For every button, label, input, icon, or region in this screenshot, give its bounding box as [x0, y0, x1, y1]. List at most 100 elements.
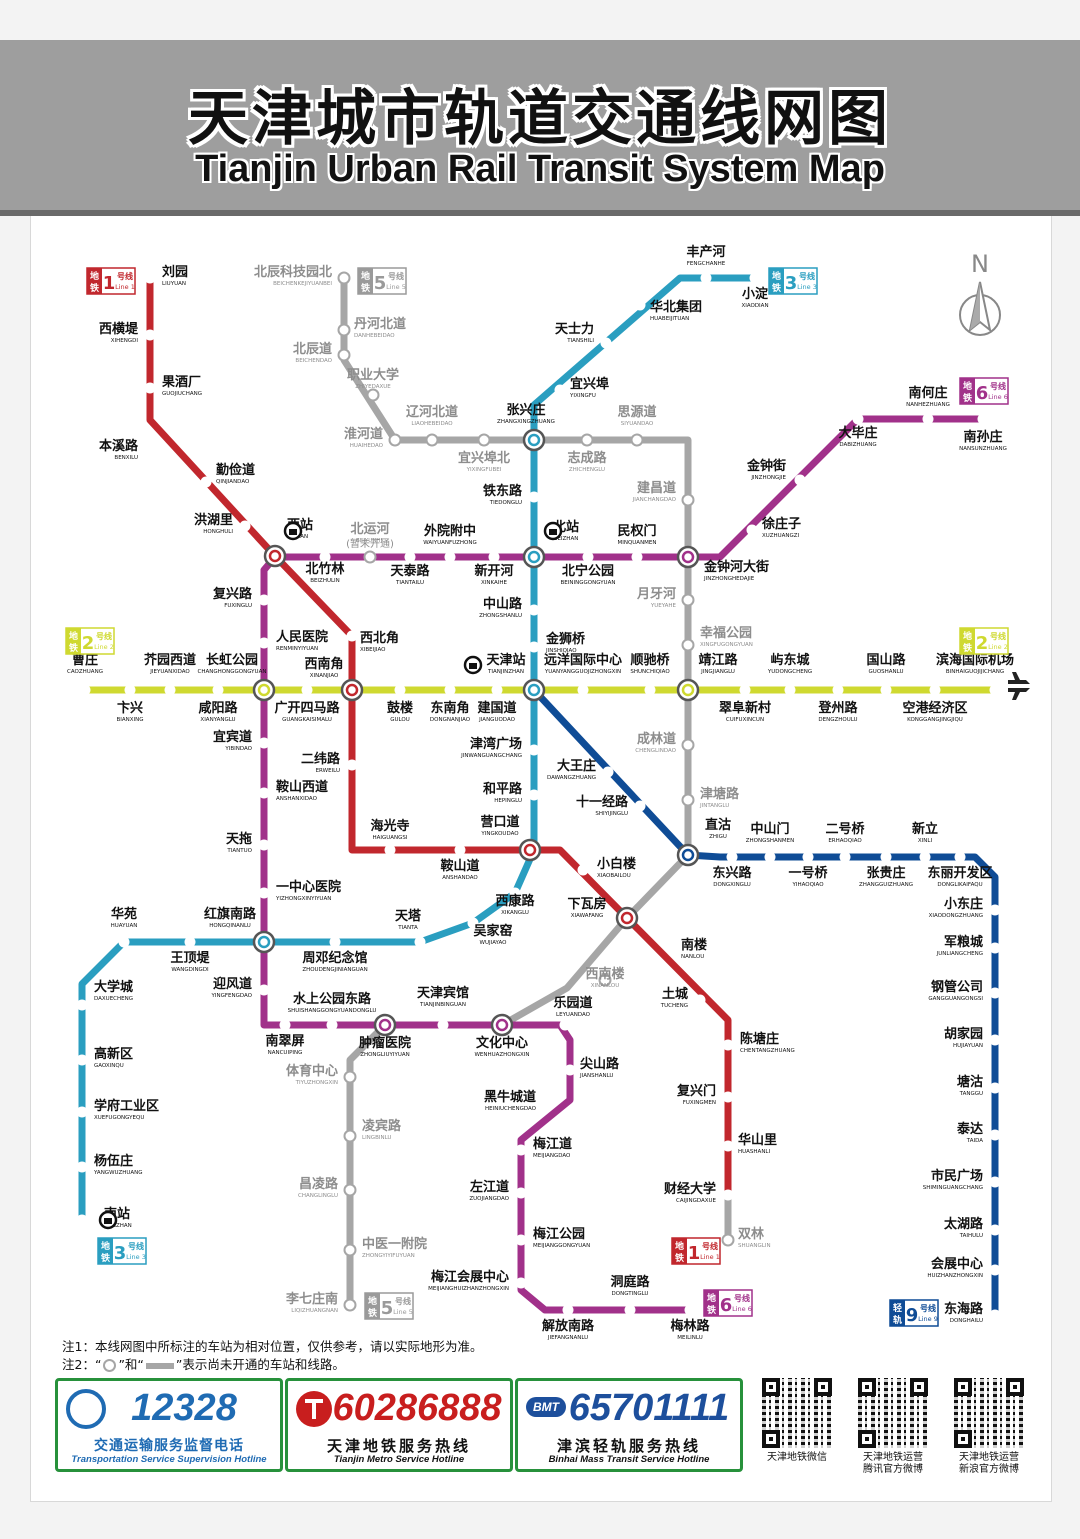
rail-network-map[interactable]: 刘园LIUYUAN西横堤XIHENGDI果酒厂GUOJIUCHANG本溪路BEN…: [0, 0, 1080, 1340]
qr-code-wechat[interactable]: [762, 1378, 832, 1448]
qr-code-sina-weibo[interactable]: [954, 1378, 1024, 1448]
qr-code-tencent-weibo[interactable]: [858, 1378, 928, 1448]
